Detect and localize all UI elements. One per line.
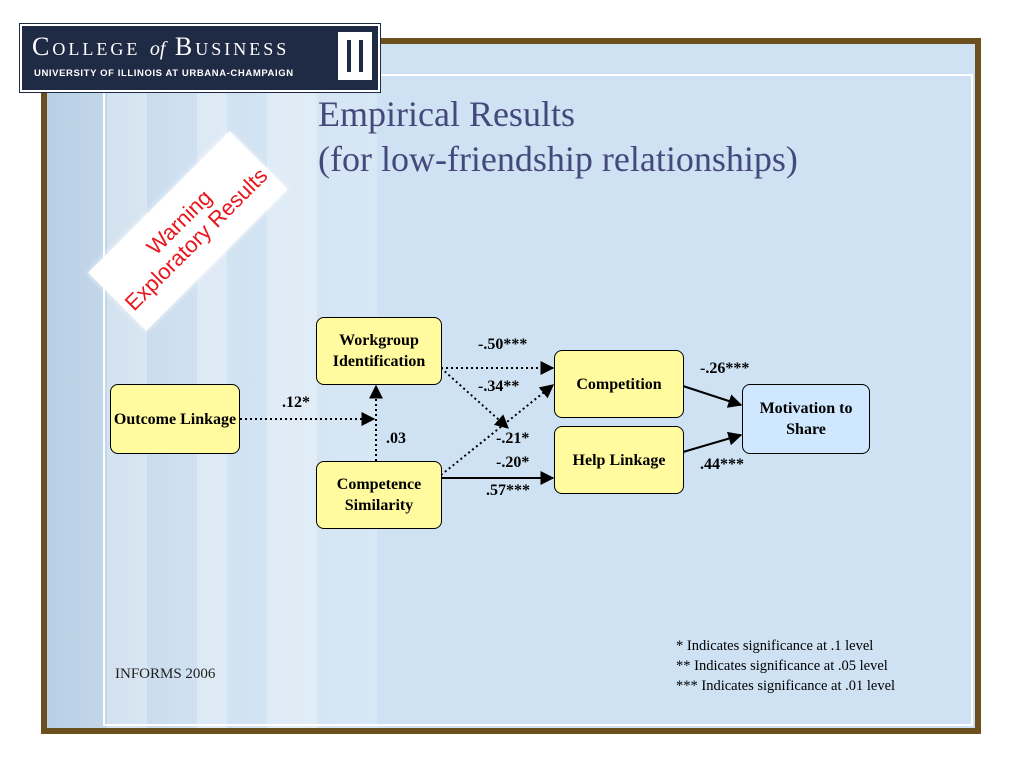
footer-informs-2006: INFORMS 2006 [115, 666, 216, 682]
arrow-workgroup-to-help [440, 367, 510, 429]
node-competition: Competition [554, 350, 684, 418]
logo-business-text: Business [174, 32, 290, 61]
node-workgroup-identification: Workgroup Identification [316, 317, 442, 385]
path-label-competence-workgroup: .03 [386, 430, 406, 447]
college-of-business-logo: College of Business UNIVERSITY OF ILLINO… [20, 24, 380, 92]
illinois-block-i-icon [338, 32, 372, 80]
column-shape [267, 44, 317, 728]
path-label-competence-help-a: -.20* [496, 454, 530, 471]
node-outcome-linkage: Outcome Linkage [110, 384, 240, 454]
title-line-2: (for low-friendship relationships) [318, 139, 798, 179]
path-label-outcome-workgroup: .12* [282, 394, 310, 411]
path-label-competence-competition: -.21* [496, 430, 530, 447]
path-label-competence-help-b: .57*** [486, 482, 530, 499]
arrow-help-to-motivation [682, 431, 743, 453]
significance-legend: * Indicates significance at .1 level ** … [676, 636, 895, 696]
path-label-workgroup-competition: -.50*** [478, 336, 528, 353]
logo-university-text: UNIVERSITY OF ILLINOIS AT URBANA-CHAMPAI… [34, 68, 294, 79]
node-help-linkage: Help Linkage [554, 426, 684, 494]
title-line-1: Empirical Results [318, 94, 575, 134]
legend-line-3: *** Indicates significance at .01 level [676, 678, 896, 694]
path-label-help-motivation: .44*** [700, 456, 744, 473]
inner-border [103, 74, 973, 726]
legend-line-1: * Indicates significance at .1 level [676, 638, 874, 654]
legend-line-2: ** Indicates significance at .05 level [676, 658, 888, 674]
logo-of-text: of [149, 38, 166, 60]
node-competence-similarity: Competence Similarity [316, 461, 442, 529]
path-label-competition-motivation: -.26*** [700, 360, 750, 377]
node-motivation-to-share: Motivation to Share [742, 384, 870, 454]
arrow-competition-to-motivation [682, 385, 743, 408]
path-label-workgroup-help: -.34** [478, 378, 520, 395]
logo-college-text: College [32, 32, 141, 61]
arrow-competence-to-competition [440, 384, 555, 476]
logo-title: College of Business [32, 32, 289, 62]
page-title: Empirical Results (for low-friendship re… [318, 92, 798, 182]
